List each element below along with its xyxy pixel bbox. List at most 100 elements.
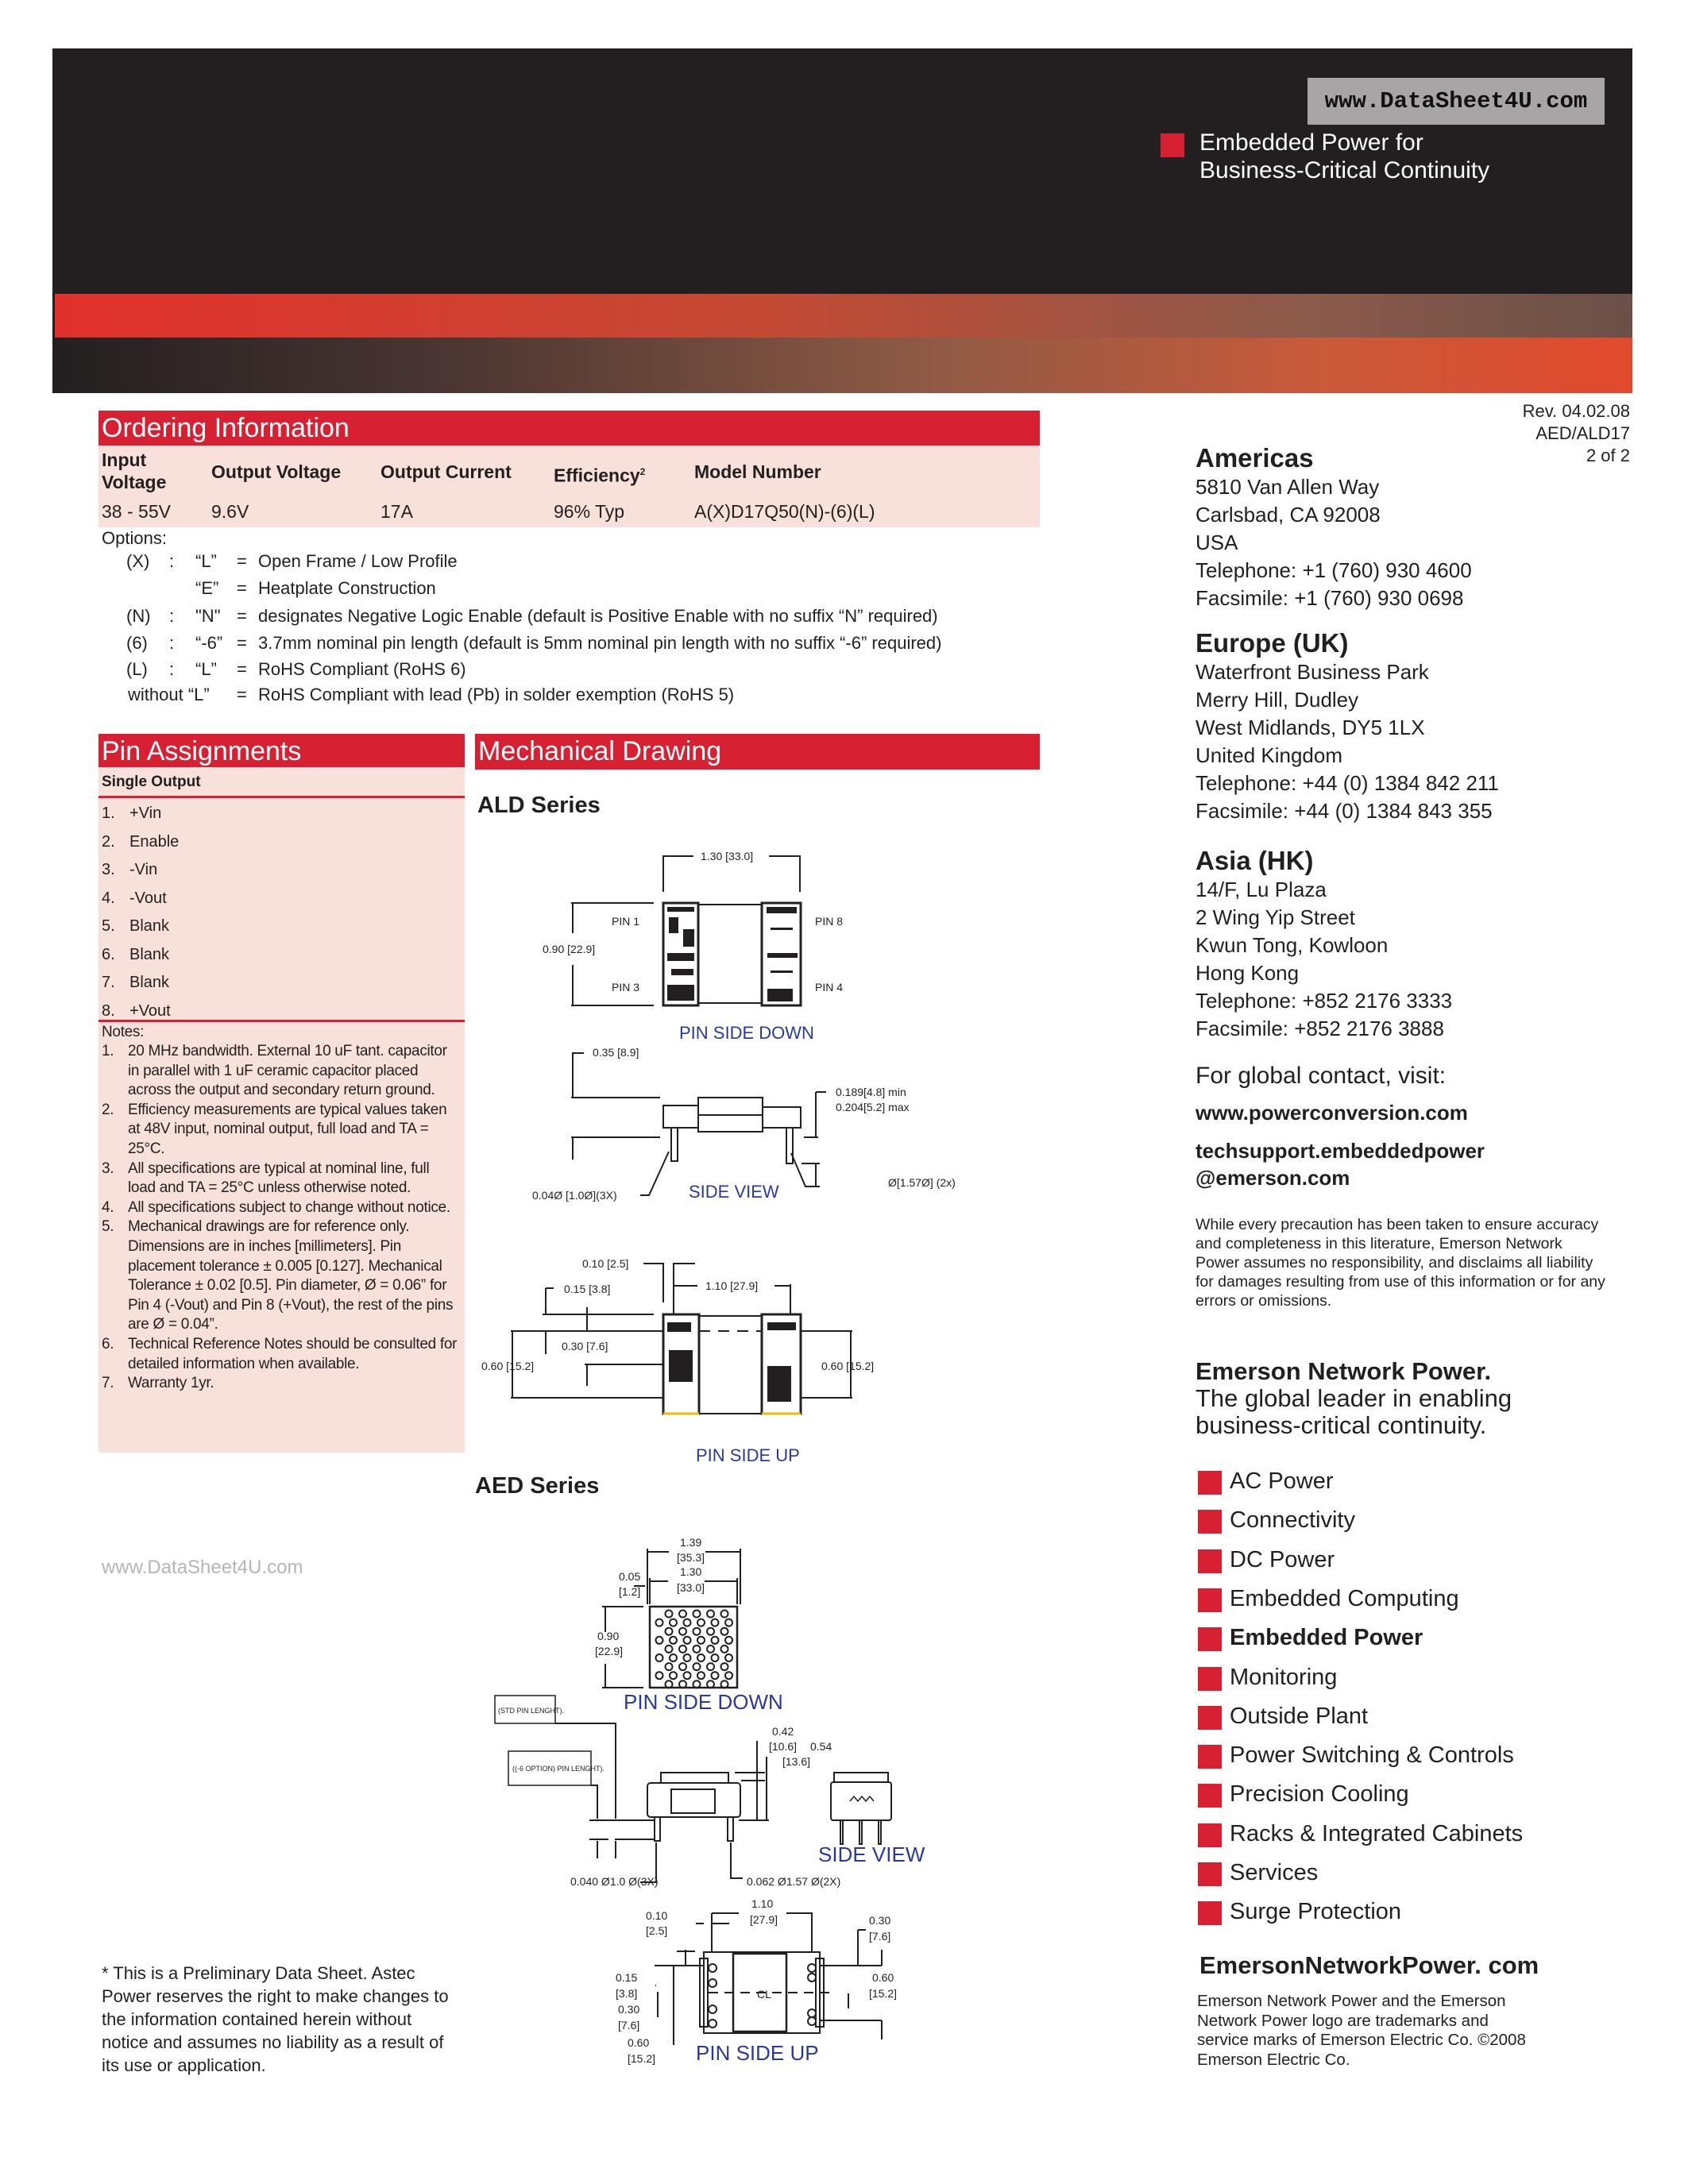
option-description: Open Frame / Low Profile bbox=[258, 551, 458, 571]
option-key: (X) bbox=[126, 551, 150, 571]
pin-circle bbox=[710, 1653, 720, 1662]
ald-side-height-label: 0.35 [8.9] bbox=[593, 1046, 639, 1059]
aed-u015mm: [3.8] bbox=[616, 1987, 637, 2000]
business-line-link[interactable]: Embedded Computing bbox=[1230, 1585, 1459, 1611]
brand-slogan-1: The global leader in enabling bbox=[1196, 1384, 1512, 1412]
aed-u110mm: [27.9] bbox=[750, 1913, 778, 1926]
pin-label: Blank bbox=[129, 945, 170, 963]
pin-circle bbox=[669, 1618, 678, 1627]
aed-series-title: AED Series bbox=[475, 1473, 600, 1499]
ald-up-015: 0.15 [3.8] bbox=[564, 1283, 610, 1295]
option-key: (6) bbox=[126, 633, 148, 653]
red-square-bullet-icon bbox=[1198, 1510, 1222, 1534]
option-description: RoHS Compliant (RoHS 6) bbox=[258, 659, 466, 679]
aed-u060rmm: [15.2] bbox=[869, 1987, 897, 2000]
website-link[interactable]: www.powerconversion.com bbox=[1196, 1101, 1468, 1125]
pin-circle bbox=[678, 1680, 687, 1689]
brand-slogan-2: business-critical continuity. bbox=[1196, 1411, 1487, 1439]
pin-label: Blank bbox=[129, 974, 170, 991]
pin-circle bbox=[655, 1653, 664, 1662]
option-key: (N) bbox=[126, 606, 151, 626]
pin-circle bbox=[710, 1635, 720, 1645]
trademark-notice: Emerson Network Power and the Emerson Ne… bbox=[1197, 1992, 1526, 2069]
contact-line: Merry Hill, Dudley bbox=[1196, 688, 1359, 712]
aed-cl-label: CL bbox=[757, 1988, 771, 2001]
business-line-link[interactable]: Precision Cooling bbox=[1230, 1781, 1409, 1808]
ald-up-110: 1.10 [27.9] bbox=[705, 1279, 758, 1292]
pin-label: Enable bbox=[129, 832, 180, 851]
tagline-line-1: Embedded Power for bbox=[1199, 129, 1423, 156]
business-line-link[interactable]: Racks & Integrated Cabinets bbox=[1230, 1820, 1524, 1846]
col-input-voltage: Input Voltage bbox=[102, 449, 166, 493]
note-item: 6.Technical Reference Notes should be co… bbox=[102, 1335, 461, 1374]
ald-up-010: 0.10 [2.5] bbox=[582, 1257, 628, 1270]
option-code: “L” bbox=[195, 551, 217, 571]
contact-line: Telephone: +44 (0) 1384 842 211 bbox=[1196, 771, 1499, 795]
pin-circle bbox=[664, 1662, 674, 1672]
business-line-link[interactable]: AC Power bbox=[1230, 1468, 1334, 1494]
ald-pin-side-down-drawing: 0.90 [22.9] 1.30 [33.0] PIN 1 PIN 3 PIN … bbox=[543, 850, 843, 1043]
pin-circle bbox=[655, 1671, 664, 1680]
option-description: designates Negative Logic Enable (defaul… bbox=[258, 606, 938, 626]
business-line-link[interactable]: Surge Protection bbox=[1230, 1899, 1402, 1925]
pin-circle bbox=[692, 1626, 701, 1636]
business-line-link[interactable]: Outside Plant bbox=[1230, 1703, 1369, 1729]
support-email-link[interactable]: techsupport.embeddedpower @emerson.com bbox=[1196, 1137, 1485, 1191]
pin-number: 8. bbox=[102, 1001, 115, 1020]
contact-line: 14/F, Lu Plaza bbox=[1196, 878, 1327, 901]
ordering-title: Ordering Information bbox=[98, 411, 1040, 446]
business-line-link[interactable]: Services bbox=[1230, 1860, 1319, 1885]
cell-efficiency: 96% Typ bbox=[554, 501, 625, 522]
contact-line: Carlsbad, CA 92008 bbox=[1196, 503, 1381, 527]
business-line-link[interactable]: Connectivity bbox=[1230, 1507, 1355, 1534]
aed-h042: 0.42 bbox=[772, 1725, 794, 1738]
disclaimer: While every precaution has been taken to… bbox=[1196, 1216, 1605, 1310]
aed-h054mm: [13.6] bbox=[782, 1755, 810, 1768]
pin-circle bbox=[678, 1609, 687, 1619]
aed-u030rmm: [7.6] bbox=[869, 1930, 890, 1943]
brand-name: Emerson Network Power. bbox=[1196, 1357, 1492, 1385]
pin3-label: PIN 3 bbox=[612, 981, 639, 994]
aed-std-pin-label: (STD PIN LENGHT). bbox=[498, 1707, 564, 1715]
aed-view-up-label: PIN SIDE UP bbox=[696, 2041, 819, 2065]
business-line-link[interactable]: Power Switching & Controls bbox=[1230, 1742, 1514, 1769]
pin-circle bbox=[720, 1609, 729, 1619]
page-number: 2 of 2 bbox=[1586, 446, 1630, 465]
red-square-bullet-icon bbox=[1198, 1627, 1222, 1652]
brand-website-link[interactable]: EmersonNetworkPower. com bbox=[1199, 1951, 1539, 1979]
notes-list: 1.20 MHz bandwidth. External 10 uF tant.… bbox=[102, 767, 461, 1394]
aed-side-view-drawing: (STD PIN LENGHT). ((-6 OPTION) PIN LENGH… bbox=[494, 1695, 925, 1888]
business-line-link[interactable]: DC Power bbox=[1230, 1546, 1335, 1572]
red-square-bullet-icon bbox=[1198, 1823, 1222, 1847]
ald-width-label: 1.30 [33.0] bbox=[701, 850, 753, 862]
aed-h054: 0.54 bbox=[810, 1740, 832, 1753]
pin-circle bbox=[682, 1635, 692, 1645]
note-number: 1. bbox=[102, 1043, 114, 1059]
watermark-link[interactable]: www.DataSheet4U.com bbox=[1308, 78, 1605, 125]
contact-line: Kwun Tong, Kowloon bbox=[1196, 933, 1389, 957]
note-item: 4.All specifications subject to change w… bbox=[102, 1198, 461, 1218]
aed-w130: 1.30 bbox=[680, 1565, 701, 1578]
aed-view-down-label: PIN SIDE DOWN bbox=[624, 1690, 783, 1714]
note-item: 1.20 MHz bandwidth. External 10 uF tant.… bbox=[102, 1042, 461, 1101]
divider bbox=[98, 796, 465, 798]
business-line-link[interactable]: Embedded Power bbox=[1230, 1625, 1423, 1651]
aed-w139: 1.39 bbox=[680, 1536, 701, 1549]
pin-circle bbox=[724, 1618, 733, 1627]
pin-number: 3. bbox=[102, 861, 115, 878]
aed-h042mm: [10.6] bbox=[769, 1740, 797, 1753]
option-equals: = bbox=[237, 685, 247, 704]
header-gradient-band bbox=[55, 294, 1632, 338]
pin4-label: PIN 4 bbox=[815, 981, 843, 994]
ald-up-030: 0.30 [7.6] bbox=[562, 1340, 608, 1352]
aed-pin-small: 0.040 Ø1.0 Ø(3X) bbox=[570, 1875, 659, 1888]
note-number: 2. bbox=[102, 1101, 114, 1118]
option-code: "N" bbox=[195, 606, 221, 626]
option-separator: : bbox=[169, 551, 175, 571]
business-line-link[interactable]: Monitoring bbox=[1230, 1664, 1338, 1690]
aed-d005mm: [1.2] bbox=[619, 1585, 640, 1598]
aed-w139mm: [35.3] bbox=[677, 1551, 705, 1564]
pin-circle bbox=[669, 1671, 678, 1680]
col-model-number: Model Number bbox=[694, 461, 821, 482]
